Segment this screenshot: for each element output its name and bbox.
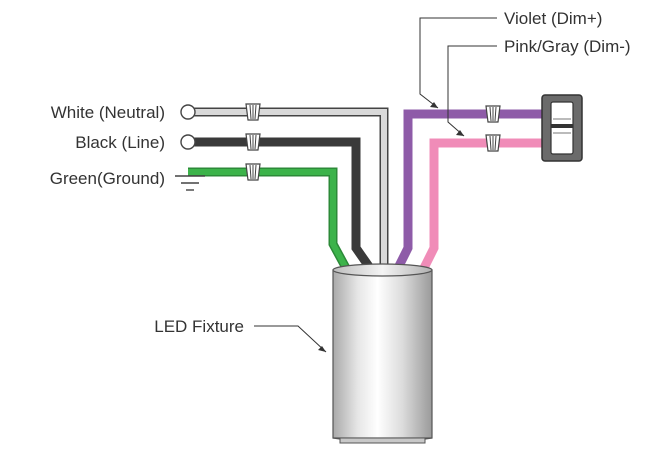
pink-wire [419, 138, 546, 271]
pink-leader [447, 45, 497, 137]
violet-leader-arrow [430, 102, 438, 108]
wire-nut-white [245, 103, 261, 121]
white-neutral-label: White (Neutral) [51, 103, 165, 122]
wire-nut-green [245, 163, 261, 181]
neutral-terminal [180, 104, 196, 120]
fixture-leader [254, 325, 327, 353]
green-wire-fill [188, 169, 349, 270]
ground-symbol [175, 175, 205, 191]
pink-leader-arrow [456, 130, 464, 136]
led-fixture-label: LED Fixture [154, 317, 244, 336]
violet-leader [419, 17, 497, 109]
dimmer-switch [541, 94, 583, 162]
wire-nut-violet [485, 105, 501, 123]
violet-dim-plus-label: Violet (Dim+) [504, 9, 602, 28]
green-wire [188, 167, 350, 271]
wire-nut-black [245, 133, 261, 151]
line-terminal [180, 134, 196, 150]
pink-gray-dim-minus-label: Pink/Gray (Dim-) [504, 37, 631, 56]
black-wire [193, 137, 374, 271]
wire-nut-pink [485, 134, 501, 152]
fixture-leader-arrow [318, 346, 326, 352]
black-line-label: Black (Line) [75, 133, 165, 152]
led-fixture [332, 263, 433, 444]
green-ground-label: Green(Ground) [50, 169, 165, 188]
violet-wire [393, 109, 546, 271]
